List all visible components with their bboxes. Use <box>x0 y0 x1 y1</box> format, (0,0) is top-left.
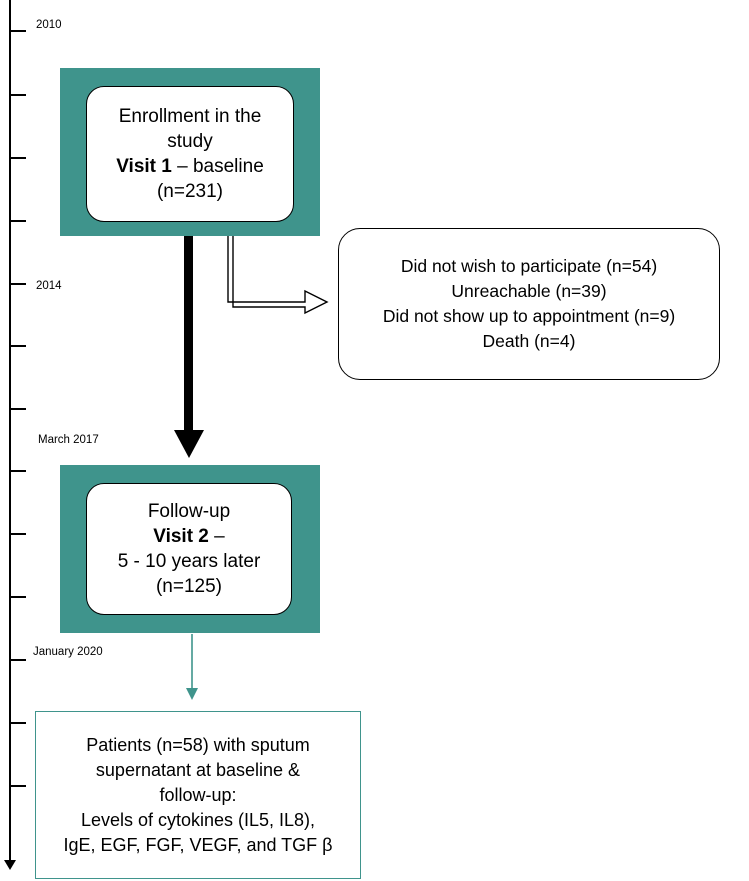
visit1-label: Visit 1 <box>116 156 172 177</box>
teal-arrowhead <box>186 688 198 700</box>
timeline-label-march-2017: March 2017 <box>38 434 99 446</box>
timeline-tick <box>10 157 26 159</box>
timeline-tick <box>10 345 26 347</box>
final-cohort-box: Patients (n=58) with sputum supernatant … <box>35 711 361 879</box>
timeline-label-january-2020: January 2020 <box>33 646 103 658</box>
followup-line2: Visit 2 – <box>153 524 225 549</box>
visit1-desc: – baseline <box>171 156 264 177</box>
followup-count: (n=125) <box>155 576 223 597</box>
timeline-tick <box>10 722 26 724</box>
enrollment-line1: Enrollment in the <box>118 106 262 127</box>
final-line: Levels of cytokines (IL5, IL8), <box>80 809 316 830</box>
main-flow-arrow-shaft <box>184 236 193 432</box>
enrollment-box: Enrollment in the study Visit 1 – baseli… <box>86 86 294 222</box>
exclusion-item: Death (n=4) <box>482 331 576 351</box>
main-flow-arrowhead <box>174 430 204 458</box>
final-line: supernatant at baseline & <box>95 759 301 780</box>
timeline-label-2010: 2010 <box>36 19 62 31</box>
visit2-dash: – <box>208 526 225 547</box>
exclusion-item: Did not show up to appointment (n=9) <box>382 306 676 326</box>
exclusion-item: Unreachable (n=39) <box>451 281 607 301</box>
enrollment-count: (n=231) <box>156 181 224 202</box>
timeline-tick <box>10 30 26 32</box>
final-line: Patients (n=58) with sputum <box>86 734 310 755</box>
timeline-tick <box>10 408 26 410</box>
timeline-tick <box>10 596 26 598</box>
exclusion-arrow <box>227 236 329 315</box>
visit2-label: Visit 2 <box>153 526 209 547</box>
exclusion-item: Did not wish to participate (n=54) <box>400 256 658 276</box>
final-line: IgE, EGF, FGF, VEGF, and TGF β <box>63 834 333 855</box>
timeline-tick <box>10 220 26 222</box>
followup-line1: Follow-up <box>147 501 231 522</box>
timeline-tick <box>10 470 26 472</box>
timeline-tick <box>10 785 26 787</box>
timeline-tick <box>10 94 26 96</box>
timeline-label-2014: 2014 <box>36 280 62 292</box>
exclusions-box: Did not wish to participate (n=54) Unrea… <box>338 228 720 380</box>
timeline-axis <box>9 0 11 862</box>
final-line: follow-up: <box>159 784 237 805</box>
followup-box: Follow-up Visit 2 – 5 - 10 years later (… <box>86 483 292 615</box>
timeline-tick <box>10 659 26 661</box>
timeline-arrowhead <box>4 860 16 870</box>
followup-line3: 5 - 10 years later <box>117 551 261 572</box>
enrollment-line3: Visit 1 – baseline <box>116 154 264 179</box>
enrollment-line2: study <box>167 131 213 152</box>
timeline-tick <box>10 283 26 285</box>
timeline-tick <box>10 533 26 535</box>
